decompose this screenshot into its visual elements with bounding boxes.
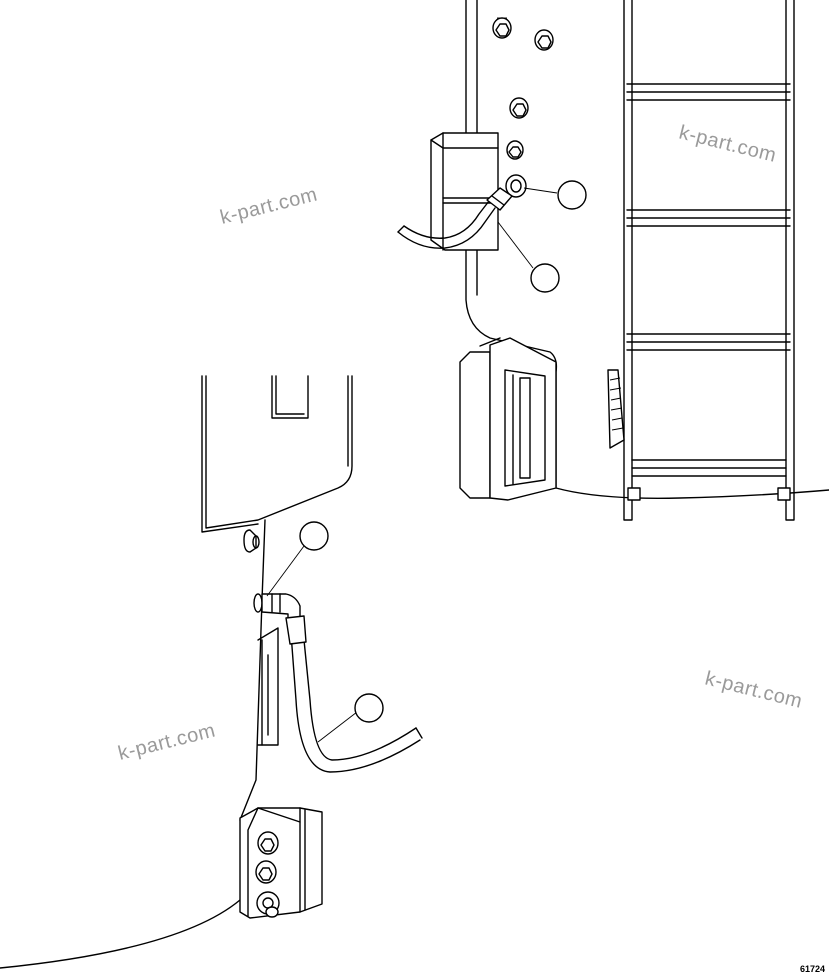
ladder-rung-1: [626, 83, 791, 101]
fitting-upper: [505, 174, 527, 198]
ladder: [607, 0, 795, 521]
callout-1: [557, 180, 587, 210]
bolt-2: [534, 29, 554, 51]
watermark-text-4: k-part.com: [116, 719, 218, 764]
watermark-text-1: k-part.com: [218, 183, 320, 228]
block-bolt-2: [255, 860, 277, 884]
lower-frame: [0, 519, 279, 969]
leader-line-4: [317, 711, 358, 743]
callout-4: [354, 693, 384, 723]
ladder-rung-bottom: [631, 459, 787, 477]
lower-hose: [285, 615, 423, 773]
block-fitting: [256, 891, 280, 918]
panel-plug: [243, 529, 260, 553]
figure-number: 61724: [800, 964, 825, 974]
ladder-rung-3: [626, 333, 791, 351]
mount-lug: [459, 337, 557, 501]
callout-2: [530, 263, 560, 293]
upper-bracket: [430, 132, 499, 251]
lower-fitting: [253, 593, 301, 623]
tank-bolt-row: [492, 17, 554, 198]
bolt-1: [492, 17, 512, 39]
ladder-rung-2: [626, 209, 791, 227]
watermark-text-3: k-part.com: [703, 668, 805, 713]
block-bolt-1: [257, 831, 279, 855]
callout-3: [299, 521, 329, 551]
leader-line-3: [266, 545, 305, 597]
upper-hose: [397, 187, 513, 249]
leader-line-1: [523, 187, 558, 194]
watermark-text-2: k-part.com: [677, 122, 779, 167]
leader-line-2: [497, 221, 534, 269]
bolt-3: [509, 97, 529, 119]
lower-mount-block: [239, 807, 323, 919]
lower-panel: [201, 375, 353, 533]
bolt-4: [506, 140, 524, 160]
